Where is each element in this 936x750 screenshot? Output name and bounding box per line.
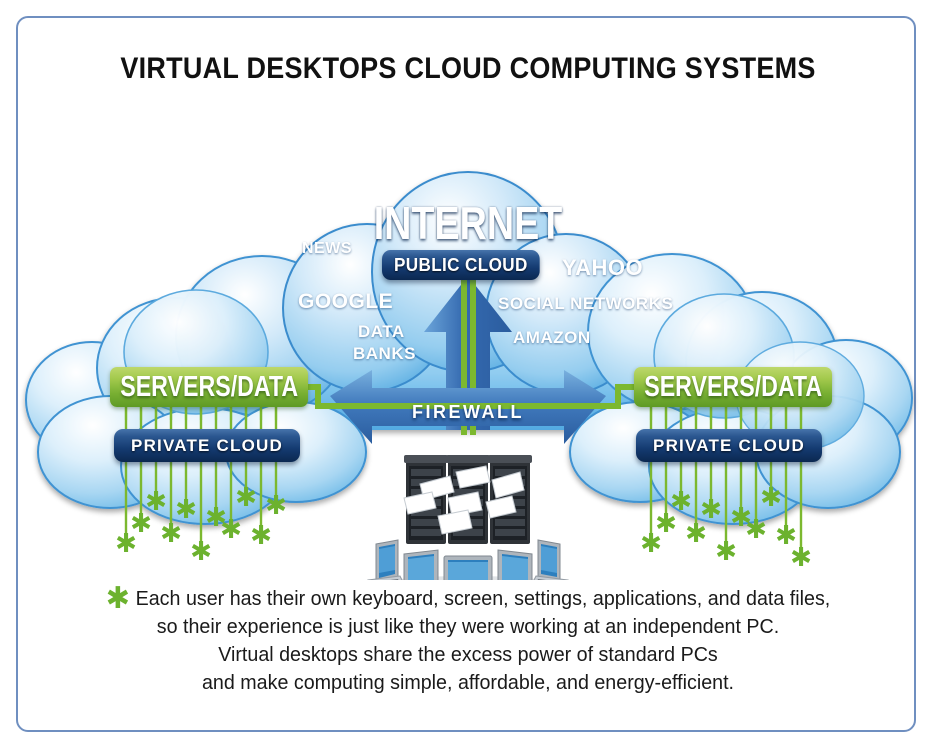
service-label-data: DATA [358,322,405,341]
laptop [533,539,569,580]
internet-heading: INTERNET [373,197,563,249]
servers-data-label-right: SERVERS/DATA [644,370,822,403]
public-cloud-badge-label: PUBLIC CLOUD [393,254,528,275]
svg-text:✱: ✱ [760,483,782,513]
svg-text:✱: ✱ [730,503,752,533]
service-label-news: NEWS [302,240,352,257]
svg-text:✱: ✱ [655,509,677,539]
servers-data-badge-left: SERVERS/DATA [110,367,308,407]
svg-text:✱: ✱ [145,487,167,517]
svg-text:✱: ✱ [130,509,152,539]
servers-data-label-left: SERVERS/DATA [120,370,298,403]
svg-text:✱: ✱ [685,519,707,549]
public-cloud-badge: PUBLIC CLOUD [382,250,540,280]
caption-line-1: ✱Each user has their own keyboard, scree… [57,582,879,615]
cloud-diagram: ✱ ✱ ✱ ✱ ✱ ✱ ✱ ✱ ✱ ✱ ✱ [0,100,936,580]
service-label-amazon: AMAZON [513,328,591,347]
caption-line-3: Virtual desktops share the excess power … [218,643,718,666]
svg-text:✱: ✱ [745,515,767,545]
svg-text:✱: ✱ [790,543,812,573]
private-cloud-label-left: PRIVATE CLOUD [131,435,283,455]
laptop [497,549,533,580]
svg-text:✱: ✱ [640,529,662,559]
page-title: VIRTUAL DESKTOPS CLOUD COMPUTING SYSTEMS [120,52,816,85]
svg-text:✱: ✱ [160,519,182,549]
svg-text:✱: ✱ [220,515,242,545]
server-rack-and-laptops-graphic [367,455,569,580]
svg-text:✱: ✱ [205,503,227,533]
svg-text:✱: ✱ [250,521,272,551]
service-label-social-networks: SOCIAL NETWORKS [498,294,674,313]
svg-text:✱: ✱ [265,491,287,521]
servers-data-badge-right: SERVERS/DATA [634,367,832,407]
private-cloud-label-right: PRIVATE CLOUD [653,435,805,455]
private-cloud-badge-right: PRIVATE CLOUD [636,429,822,462]
service-label-google: GOOGLE [298,290,394,313]
green-connectors [300,384,636,409]
right-terminal-asterisks: ✱ ✱ ✱ ✱ ✱ ✱ ✱ ✱ ✱ ✱ ✱ [640,483,812,573]
service-label-yahoo: YAHOO [562,255,644,280]
svg-text:✱: ✱ [190,537,212,567]
service-label-banks: BANKS [353,344,416,363]
caption-line-4: and make computing simple, affordable, a… [201,671,735,694]
laptop-group [367,539,569,580]
caption-line-2: so their experience is just like they we… [156,615,780,638]
laptop [403,549,439,580]
caption-text-1: Each user has their own keyboard, screen… [135,587,831,610]
laptop [367,539,403,580]
svg-text:✱: ✱ [715,537,737,567]
cloud-illustration: ✱ ✱ ✱ ✱ ✱ ✱ ✱ ✱ ✱ ✱ ✱ [25,171,913,580]
svg-text:✱: ✱ [775,521,797,551]
svg-text:✱: ✱ [115,529,137,559]
caption-block: ✱Each user has their own keyboard, scree… [57,582,879,697]
svg-text:✱: ✱ [700,495,722,525]
asterisk-icon: ✱ [105,582,130,615]
svg-text:✱: ✱ [175,495,197,525]
private-cloud-badge-left: PRIVATE CLOUD [114,429,300,462]
firewall-label: FIREWALL [412,402,524,422]
left-terminal-asterisks: ✱ ✱ ✱ ✱ ✱ ✱ ✱ ✱ ✱ ✱ ✱ [115,483,287,567]
servers-tick-marks [124,407,803,420]
svg-text:✱: ✱ [235,483,257,513]
laptop [443,555,493,580]
svg-text:✱: ✱ [670,487,692,517]
paper-sheets [403,465,525,535]
